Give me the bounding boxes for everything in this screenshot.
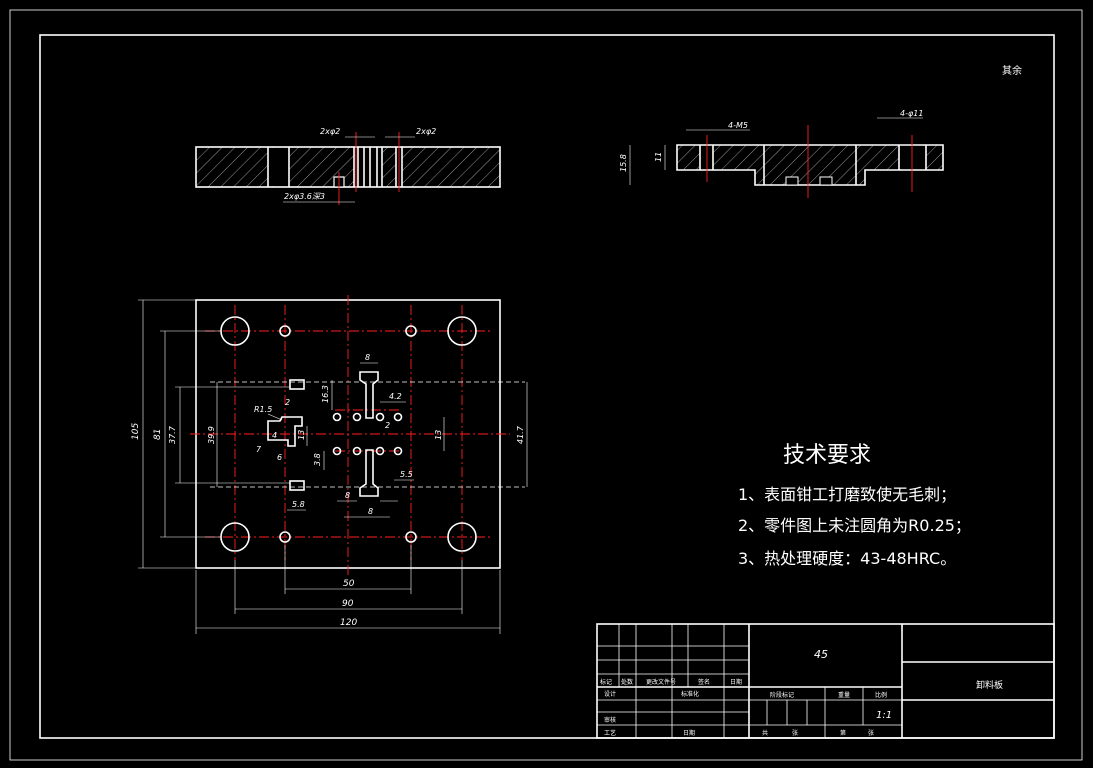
label-chushu: 处数 xyxy=(621,678,633,686)
dim-2-a: 2 xyxy=(385,421,390,430)
label-bili: 比例 xyxy=(875,691,887,699)
scale-text: 1:1 xyxy=(876,710,892,721)
label-gengai: 更改文件号 xyxy=(646,678,676,686)
label-riqi: 日期 xyxy=(730,678,742,686)
dim-4: 4 xyxy=(272,431,277,440)
dim-37-7: 37.7 xyxy=(168,425,177,444)
label-shenhe: 审核 xyxy=(604,716,616,724)
part-name-text: 卸料板 xyxy=(976,679,1003,691)
tech-req-item-2: 2、零件图上未注圆角为R0.25； xyxy=(738,516,971,535)
dim-4-m5: 4-M5 xyxy=(728,121,748,130)
label-biaoji: 标记 xyxy=(600,678,612,686)
dim-41-7: 41.7 xyxy=(516,425,525,444)
dim-50: 50 xyxy=(343,579,355,589)
inner-border xyxy=(39,34,1055,739)
label-di: 第 xyxy=(840,729,846,737)
dim-6: 6 xyxy=(277,453,282,462)
label-zhang: 张 xyxy=(792,729,798,737)
title-block: 45 卸料板 1:1 标记 处数 更改文件号 签名 日期 设计 标准化 审核 工… xyxy=(596,623,1055,739)
dim-5-5: 5.5 xyxy=(400,470,413,479)
label-zhang2: 张 xyxy=(868,729,874,737)
dim-39-9: 39.9 xyxy=(207,426,216,444)
label-biaozhunhua: 标准化 xyxy=(681,690,699,698)
dim-90: 90 xyxy=(342,599,354,609)
material-text: 45 xyxy=(814,648,828,661)
tech-req-item-3: 3、热处理硬度：43-48HRC。 xyxy=(738,549,956,568)
tech-req-heading: 技术要求 xyxy=(783,443,871,468)
dim-3-8: 3.8 xyxy=(313,453,322,466)
tech-req-item-1: 1、表面钳工打磨致使无毛刺； xyxy=(738,485,956,504)
label-zhongliang: 重量 xyxy=(838,691,850,699)
dim-8-bottom: 8 xyxy=(368,507,373,516)
dim-120: 120 xyxy=(340,618,357,628)
dim-8-top: 8 xyxy=(365,353,370,362)
dim-13-left: 13 xyxy=(297,430,306,440)
dim-11: 11 xyxy=(654,152,663,162)
dim-r1-5: R1.5 xyxy=(254,405,272,414)
dim-105: 105 xyxy=(131,423,141,440)
dim-4-d11: 4-φ11 xyxy=(900,109,923,118)
dim-81: 81 xyxy=(153,429,163,440)
label-gongyi: 工艺 xyxy=(604,729,616,737)
roughness-mark: 其余 xyxy=(1002,64,1022,77)
dim-2x-d2-left: 2xφ2 xyxy=(320,127,340,136)
technical-requirements: 技术要求 1、表面钳工打磨致使无毛刺； 2、零件图上未注圆角为R0.25； 3、… xyxy=(738,443,971,568)
dim-8-bottom-left: 8 xyxy=(345,491,350,500)
dim-16-3: 16.3 xyxy=(321,385,330,403)
label-gong: 共 xyxy=(762,729,768,737)
side-section-view: 4-M5 4-φ11 15.8 11 xyxy=(619,109,944,198)
dim-7: 7 xyxy=(256,445,262,454)
label-sheji: 设计 xyxy=(604,690,616,698)
outer-border xyxy=(9,9,1083,761)
dim-5-8: 5.8 xyxy=(292,500,305,509)
label-qianming: 签名 xyxy=(698,678,710,686)
dim-15-8: 15.8 xyxy=(619,154,628,172)
dim-2x-d36: 2xφ3.6深3 xyxy=(284,192,325,201)
label-riqi2: 日期 xyxy=(683,729,695,737)
plan-view: 120 90 50 105 81 37.7 39.9 41.7 8 16.3 4… xyxy=(131,295,528,634)
front-section-view: 2xφ2 2xφ2 2xφ3.6深3 xyxy=(195,127,501,205)
dim-13-right: 13 xyxy=(434,430,443,440)
label-jieduan: 阶段标记 xyxy=(770,691,794,699)
dim-2-b: 2 xyxy=(285,398,290,407)
dim-4-2: 4.2 xyxy=(389,392,402,401)
dim-2x-d2-right: 2xφ2 xyxy=(416,127,436,136)
